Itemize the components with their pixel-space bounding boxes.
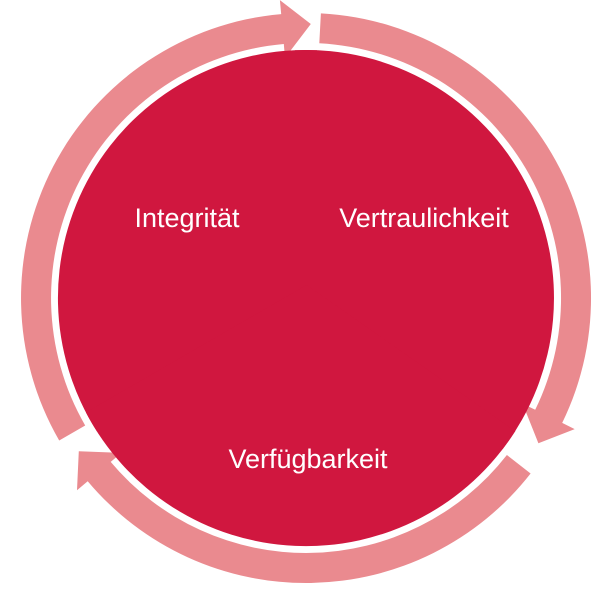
segment-verfuegbarkeit	[85, 285, 516, 547]
inner-disc	[57, 49, 554, 547]
cycle-arrow-left	[21, 0, 311, 441]
segment-labels: Integrität Vertraulichkeit Verfügbarkeit	[134, 203, 509, 474]
cycle-arrow-bottom	[77, 451, 531, 584]
label-verfuegbarkeit: Verfügbarkeit	[228, 444, 388, 474]
label-integritaet: Integrität	[134, 203, 240, 233]
outer-ring	[21, 0, 592, 584]
segment-vertraulichkeit	[295, 49, 554, 450]
cycle-arrow-right	[319, 13, 592, 444]
label-vertraulichkeit: Vertraulichkeit	[339, 203, 509, 233]
